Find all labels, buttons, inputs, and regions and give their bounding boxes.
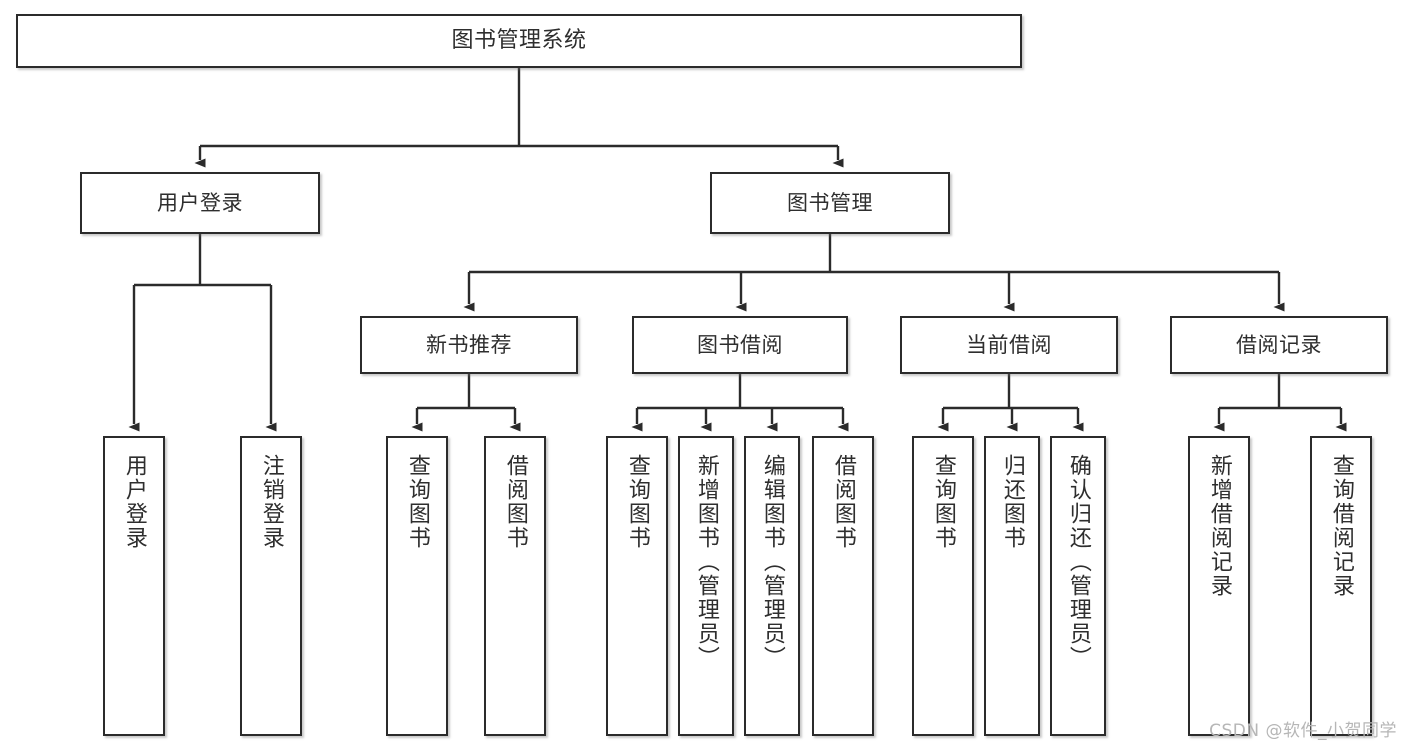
node-leaf-return-book-label: 归还图书 xyxy=(999,454,1025,550)
node-leaf-borrow-book-lend[interactable]: 借阅图书 xyxy=(812,436,874,736)
node-leaf-user-login[interactable]: 用户登录 xyxy=(103,436,165,736)
node-leaf-confirm-return-admin[interactable]: 确认归还（管理员） xyxy=(1050,436,1106,736)
node-root-label: 图书管理系统 xyxy=(451,28,587,54)
node-leaf-add-borrow-record-label: 新增借阅记录 xyxy=(1206,454,1232,598)
node-leaf-borrow-book-recommend-label: 借阅图书 xyxy=(502,454,528,550)
node-leaf-return-book[interactable]: 归还图书 xyxy=(984,436,1040,736)
node-leaf-query-book-lend[interactable]: 查询图书 xyxy=(606,436,668,736)
node-leaf-user-login-label: 用户登录 xyxy=(121,454,147,550)
node-leaf-query-book-current[interactable]: 查询图书 xyxy=(912,436,974,736)
node-leaf-add-borrow-record[interactable]: 新增借阅记录 xyxy=(1188,436,1250,736)
node-root[interactable]: 图书管理系统 xyxy=(16,14,1022,68)
node-leaf-query-borrow-record[interactable]: 查询借阅记录 xyxy=(1310,436,1372,736)
node-current-borrow-label: 当前借阅 xyxy=(966,332,1052,357)
node-leaf-add-book-admin[interactable]: 新增图书（管理员） xyxy=(678,436,734,736)
node-leaf-edit-book-admin-label: 编辑图书（管理员） xyxy=(759,454,785,670)
node-leaf-query-book-current-label: 查询图书 xyxy=(930,454,956,550)
node-leaf-borrow-book-recommend[interactable]: 借阅图书 xyxy=(484,436,546,736)
node-book-borrow-label: 图书借阅 xyxy=(697,332,783,357)
node-new-book-recommend-label: 新书推荐 xyxy=(426,332,512,357)
node-book-manage[interactable]: 图书管理 xyxy=(710,172,950,234)
node-leaf-query-book-lend-label: 查询图书 xyxy=(624,454,650,550)
node-current-borrow[interactable]: 当前借阅 xyxy=(900,316,1118,374)
node-leaf-query-book-recommend-label: 查询图书 xyxy=(404,454,430,550)
node-leaf-logout-login[interactable]: 注销登录 xyxy=(240,436,302,736)
node-book-manage-label: 图书管理 xyxy=(787,190,873,215)
node-leaf-borrow-book-lend-label: 借阅图书 xyxy=(830,454,856,550)
node-user-login-label: 用户登录 xyxy=(157,190,243,215)
node-borrow-record-label: 借阅记录 xyxy=(1236,332,1322,357)
node-leaf-query-book-recommend[interactable]: 查询图书 xyxy=(386,436,448,736)
node-user-login[interactable]: 用户登录 xyxy=(80,172,320,234)
node-leaf-confirm-return-admin-label: 确认归还（管理员） xyxy=(1065,454,1091,670)
node-new-book-recommend[interactable]: 新书推荐 xyxy=(360,316,578,374)
node-leaf-query-borrow-record-label: 查询借阅记录 xyxy=(1328,454,1354,598)
node-leaf-logout-login-label: 注销登录 xyxy=(258,454,284,550)
node-book-borrow[interactable]: 图书借阅 xyxy=(632,316,848,374)
watermark-text: CSDN @软件_小贺同学 xyxy=(1209,721,1397,741)
node-borrow-record[interactable]: 借阅记录 xyxy=(1170,316,1388,374)
node-leaf-add-book-admin-label: 新增图书（管理员） xyxy=(693,454,719,670)
node-leaf-edit-book-admin[interactable]: 编辑图书（管理员） xyxy=(744,436,800,736)
